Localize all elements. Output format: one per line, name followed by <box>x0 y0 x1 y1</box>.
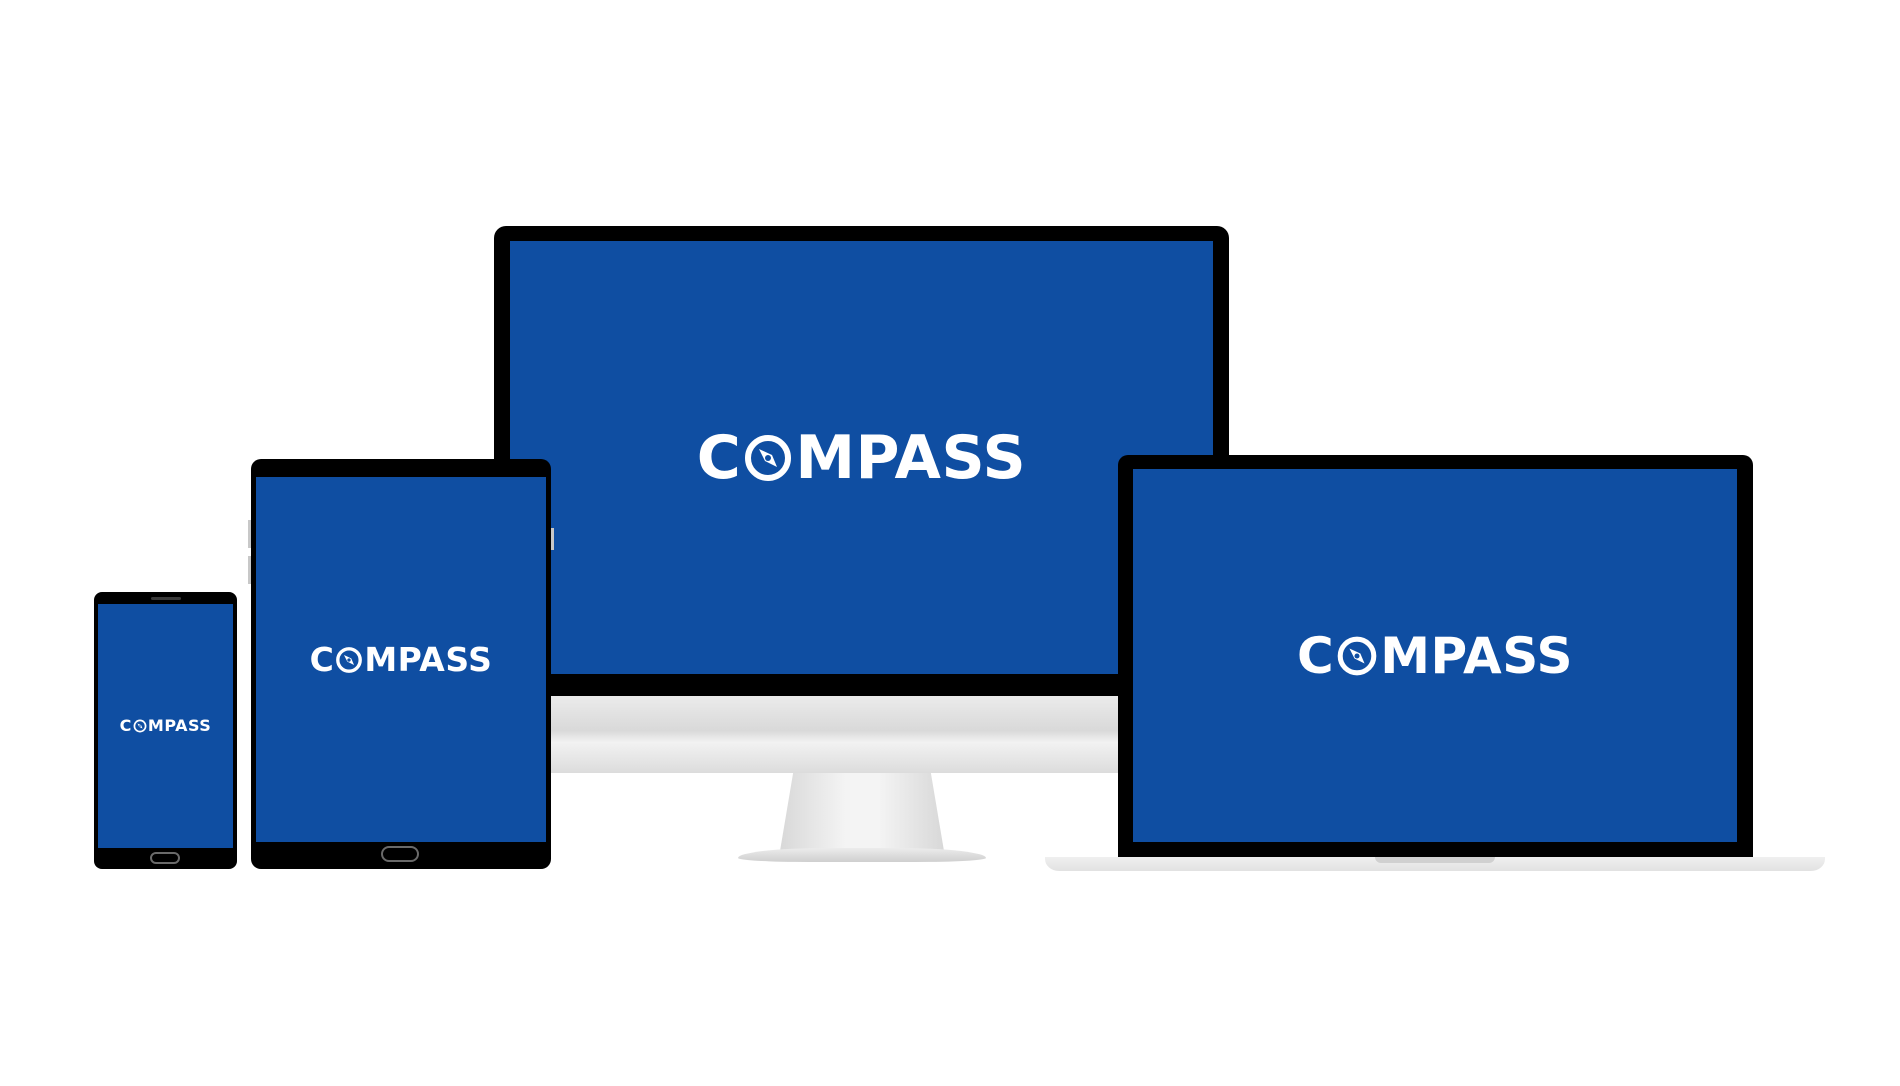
logo-prefix: C <box>309 640 335 679</box>
monitor-stand-neck <box>780 773 944 851</box>
compass-logo: C MPASS <box>310 643 493 676</box>
compass-icon <box>335 646 363 674</box>
tablet-side-button <box>551 528 554 550</box>
phone-home-button <box>150 852 180 864</box>
tablet-home-button <box>381 846 419 862</box>
tablet-side-button <box>248 520 251 548</box>
monitor-screen: C MPASS <box>510 241 1213 674</box>
laptop-screen: C MPASS <box>1133 469 1737 842</box>
laptop-trackpad-notch <box>1375 857 1495 863</box>
compass-logo: C MPASS <box>697 428 1026 488</box>
logo-suffix: MPASS <box>364 640 493 679</box>
phone-speaker <box>151 597 181 600</box>
logo-prefix: C <box>119 716 132 735</box>
compass-icon <box>743 433 793 483</box>
logo-suffix: MPASS <box>1380 626 1573 685</box>
tablet-screen: C MPASS <box>256 477 546 842</box>
compass-icon <box>1336 635 1378 677</box>
phone-screen: C MPASS <box>98 604 233 848</box>
compass-logo: C MPASS <box>120 718 212 734</box>
compass-icon <box>133 719 147 733</box>
compass-logo: C MPASS <box>1297 631 1573 681</box>
logo-prefix: C <box>696 422 742 493</box>
laptop-base <box>1045 857 1825 871</box>
tablet-side-button <box>248 556 251 584</box>
logo-suffix: MPASS <box>147 716 212 735</box>
logo-prefix: C <box>1297 626 1335 685</box>
monitor-chin <box>494 696 1229 773</box>
logo-suffix: MPASS <box>795 422 1027 493</box>
monitor-stand-base <box>738 848 986 862</box>
